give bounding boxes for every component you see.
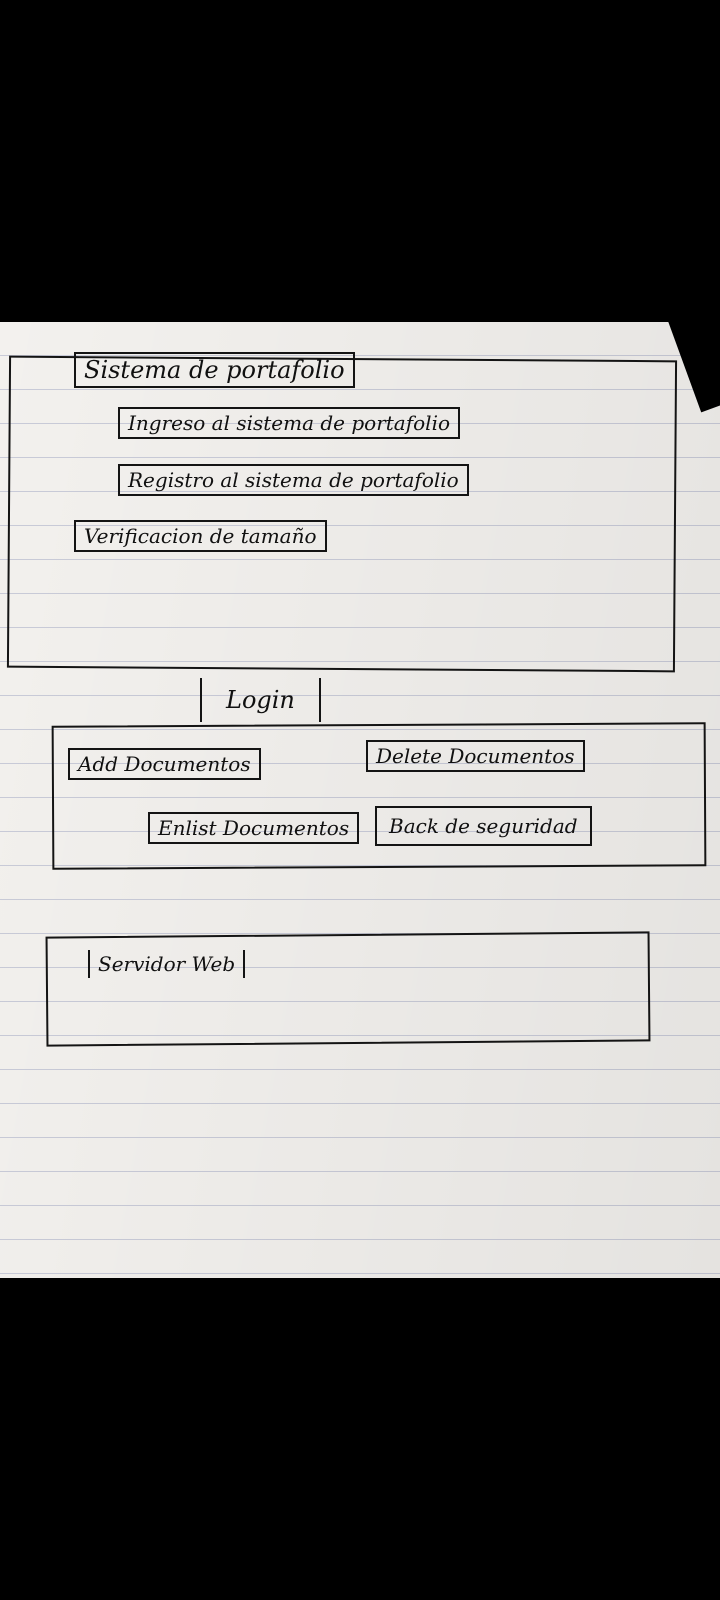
sistema-portafolio-box	[6, 355, 678, 673]
servidor-web-box	[45, 931, 651, 1047]
notebook-page: Sistema de portafolio Ingreso al sistema…	[0, 322, 720, 1278]
delete-documentos-box: Delete Documentos	[366, 740, 585, 772]
back-seguridad-box: Back de seguridad	[375, 806, 592, 846]
login-box: Login	[200, 678, 321, 722]
verificacion-box: Verificacion de tamaño	[74, 520, 327, 552]
ingreso-box: Ingreso al sistema de portafolio	[118, 407, 461, 439]
add-documentos-box: Add Documentos	[68, 748, 261, 780]
sistema-portafolio-title: Sistema de portafolio	[74, 352, 355, 388]
servidor-web-label: Servidor Web	[88, 950, 246, 978]
enlist-documentos-box: Enlist Documentos	[148, 812, 360, 844]
registro-box: Registro al sistema de portafolio	[118, 464, 469, 496]
